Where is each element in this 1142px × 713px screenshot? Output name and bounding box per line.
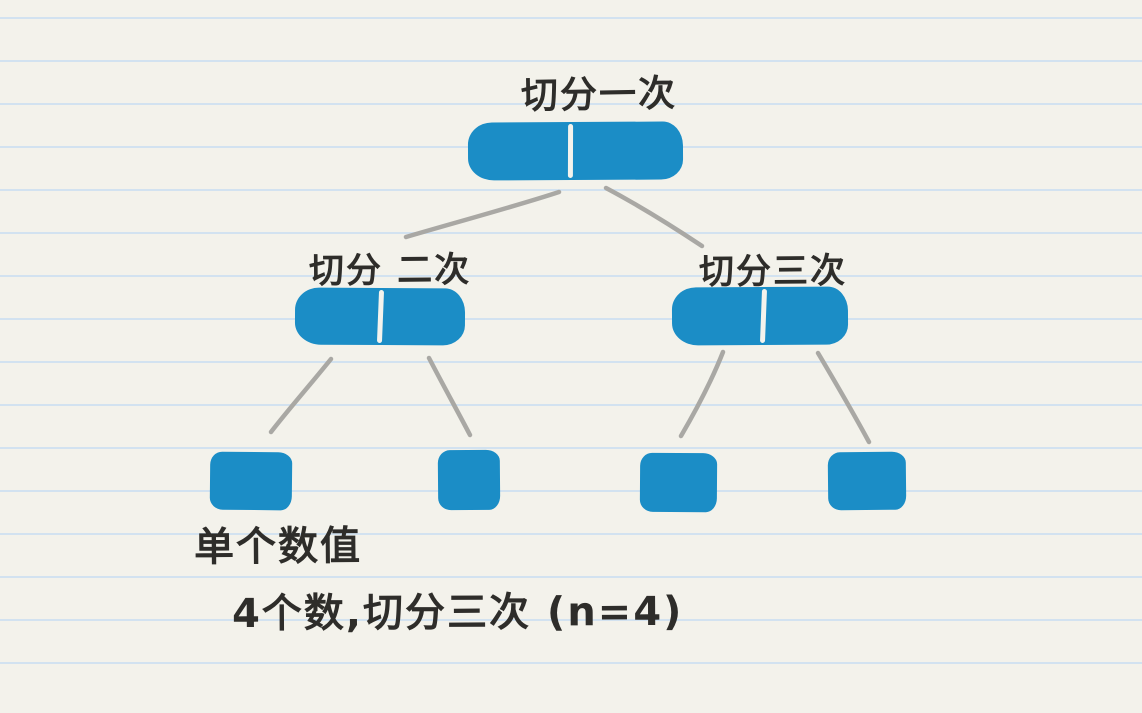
right-split-divider: [759, 288, 768, 344]
leaf-node: [827, 451, 907, 511]
leaf-node: [437, 449, 501, 511]
leaf-node: [639, 452, 718, 513]
connector-root-right: [603, 185, 705, 249]
annotation-line-2: 4个数,切分三次 (n=4): [231, 588, 684, 638]
root-split-divider: [567, 124, 574, 179]
connector-root-left: [403, 189, 562, 240]
connector-right-leaf4: [815, 350, 872, 445]
root-node-label: 切分一次: [520, 71, 678, 118]
right-node: [671, 286, 849, 346]
root-node: [467, 121, 684, 181]
left-split-divider: [376, 289, 385, 344]
connector-left-leaf2: [426, 355, 473, 438]
annotation-line-1: 单个数值: [193, 523, 363, 571]
leaf-node: [209, 451, 293, 511]
left-node: [294, 287, 466, 346]
left-node-label: 切分 二次: [308, 250, 472, 292]
connector-right-leaf3: [678, 349, 726, 439]
connector-left-leaf1: [268, 356, 334, 435]
